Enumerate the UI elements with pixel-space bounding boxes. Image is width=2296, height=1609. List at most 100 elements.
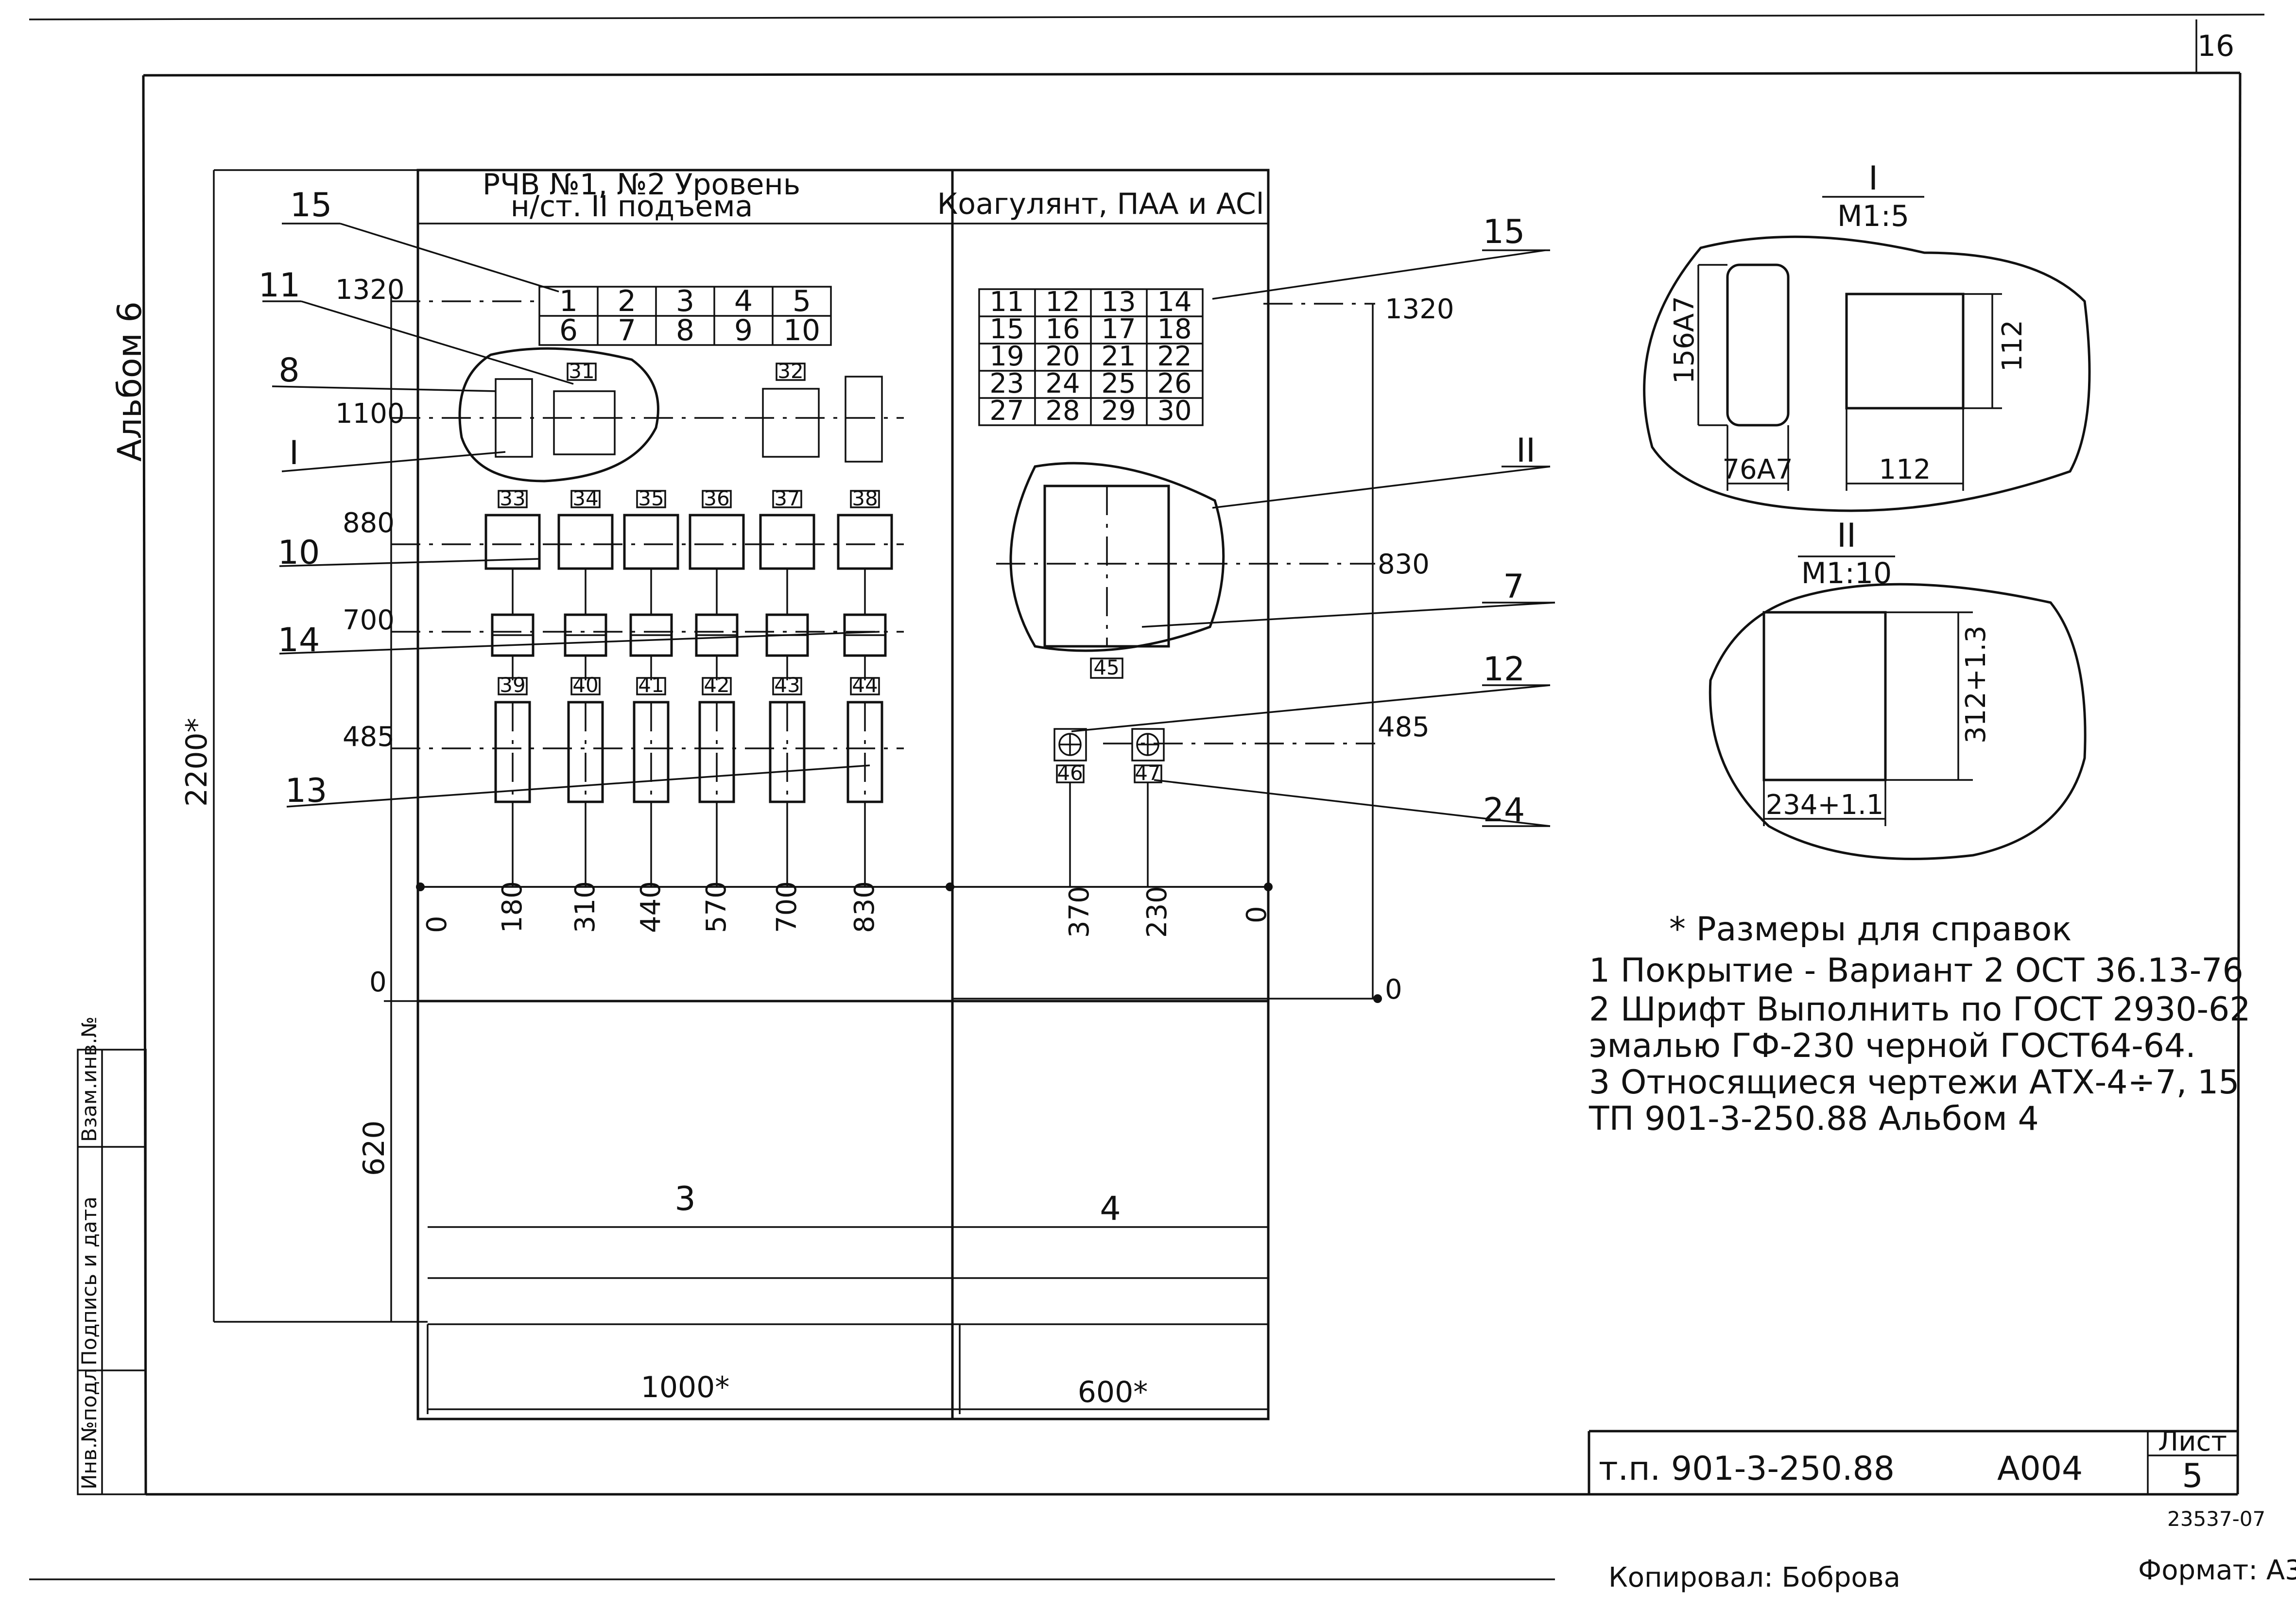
panel4-width: 600* xyxy=(1078,1375,1148,1409)
device-row4-tag-box-2 xyxy=(570,677,601,695)
grid3-cell-8: 8 xyxy=(676,313,694,347)
grid3-cell-1: 1 xyxy=(559,284,578,318)
p3-dim-570: 570 xyxy=(701,881,732,933)
panel3-heading-line1: РЧВ №1, №2 Уровень xyxy=(483,168,800,202)
device-row4-tag-box-4 xyxy=(702,677,732,695)
device-row4-tag-box-5 xyxy=(772,677,802,695)
panel4-number: 4 xyxy=(1100,1190,1121,1228)
tag-34: 34 xyxy=(572,486,598,510)
stamp-reference: т.п. 901-3-250.88 xyxy=(1599,1450,1895,1488)
grid3-cell-4: 4 xyxy=(734,284,753,318)
tag-42: 42 xyxy=(704,673,729,697)
grid3-cell-2: 2 xyxy=(618,284,636,318)
tag-36: 36 xyxy=(704,486,729,510)
device-row2-tag-box-2 xyxy=(570,490,601,508)
grid4-cell-24: 24 xyxy=(1045,368,1080,399)
grid4-cell-17: 17 xyxy=(1101,313,1136,345)
device-row2-tag-box-1 xyxy=(498,490,528,508)
panel3-label-grid xyxy=(538,286,832,346)
panel3-width: 1000* xyxy=(641,1370,730,1404)
callout-8: 8 xyxy=(278,351,299,390)
grid4-cell-23: 23 xyxy=(989,368,1024,399)
detail-I-right: 112 xyxy=(1997,320,2028,372)
grid3-cell-7: 7 xyxy=(618,313,636,347)
p4-level-1320: 1320 xyxy=(1385,294,1454,325)
grid4-cell-27: 27 xyxy=(989,395,1024,427)
detail-II xyxy=(1709,555,2087,860)
detail-I-scale: М1:5 xyxy=(1837,199,1909,233)
panel3-row3-devices xyxy=(491,613,887,680)
detail-I-width-right: 112 xyxy=(1879,454,1931,485)
tag-40: 40 xyxy=(572,673,598,697)
note-2: 2 Шрифт Выполнить по ГОСТ 2930-62 xyxy=(1589,990,2251,1029)
device-row4-tag-box-3 xyxy=(636,677,666,695)
detail-I xyxy=(1643,196,2091,512)
height-total-label: 2200* xyxy=(180,718,214,807)
grid4-cell-11: 11 xyxy=(989,286,1024,318)
detail-II-title: II xyxy=(1837,517,1856,555)
grid4-cell-14: 14 xyxy=(1157,286,1191,318)
tag-38: 38 xyxy=(852,486,878,510)
grid4-cell-13: 13 xyxy=(1101,286,1136,318)
grid3-cell-9: 9 xyxy=(734,313,753,347)
side-stamp: Инв.№подл Подпись и дата Взам.инв.№ xyxy=(77,1017,147,1495)
corner-number: 16 xyxy=(2197,29,2234,63)
callout-13: 13 xyxy=(285,772,328,810)
grid4-cell-25: 25 xyxy=(1101,368,1136,399)
stamp-sign-label: Подпись и дата xyxy=(77,1196,101,1366)
p3-level-1100: 1100 xyxy=(335,398,405,430)
device-row2-tag-box-3 xyxy=(636,490,666,508)
panel4-level-lines xyxy=(952,303,1382,1003)
sheet-frame xyxy=(29,14,2265,1580)
stamp-code: А004 xyxy=(1997,1450,2083,1488)
callout-II: II xyxy=(1516,432,1536,470)
callout-I: I xyxy=(289,434,299,472)
grid4-cell-21: 21 xyxy=(1101,341,1136,372)
p3-level-880: 880 xyxy=(343,507,395,539)
sheet-number: 5 xyxy=(2182,1457,2203,1495)
grid4-cell-20: 20 xyxy=(1045,341,1080,372)
tag-43: 43 xyxy=(774,673,800,697)
detail-I-title: I xyxy=(1868,159,1878,198)
p3-dim-700: 700 xyxy=(771,881,803,933)
tag-47: 47 xyxy=(1135,761,1160,785)
tag-41: 41 xyxy=(638,673,664,697)
tag-46: 46 xyxy=(1057,761,1083,785)
format-label: Формат: А3 xyxy=(2138,1555,2296,1586)
grid3-cell-6: 6 xyxy=(559,313,578,347)
device-row2-tag-box-4 xyxy=(702,490,732,508)
device-row2-6 xyxy=(837,514,893,570)
p4-dim-0: 0 xyxy=(1241,906,1273,923)
grid4-cell-12: 12 xyxy=(1045,286,1080,318)
device-row2-tag-box-5 xyxy=(772,490,802,508)
note-3: 3 Относящиеся чертежи АТХ-4÷7, 15 xyxy=(1589,1063,2239,1102)
panel-outlines xyxy=(416,169,1270,1420)
tag-31: 31 xyxy=(569,359,594,383)
note-1: 1 Покрытие - Вариант 2 ОСТ 36.13-76 xyxy=(1589,952,2244,990)
callout-14: 14 xyxy=(278,621,320,659)
grid4-cell-28: 28 xyxy=(1045,395,1080,427)
p4-level-830: 830 xyxy=(1378,549,1430,580)
note-3-cont: ТП 901-3-250.88 Альбом 4 xyxy=(1588,1100,2039,1138)
p4-dim-370: 370 xyxy=(1064,886,1095,938)
device-row2-3 xyxy=(623,514,679,570)
p3-dim-310: 310 xyxy=(570,881,601,933)
device-row4-tag-box-6 xyxy=(850,677,880,695)
callout-24: 24 xyxy=(1483,791,1525,830)
tag-45: 45 xyxy=(1093,656,1119,679)
tag-39: 39 xyxy=(500,673,525,697)
album-label: Альбом 6 xyxy=(111,301,149,462)
panel4-heading: Коагулянт, ПАА и ACl xyxy=(937,187,1264,221)
panel4-small-devices xyxy=(952,728,1273,891)
panel4-label-grid xyxy=(978,288,1204,426)
device-row2-4 xyxy=(689,514,745,570)
callout-15-left: 15 xyxy=(290,186,332,225)
detail-II-scale: М1:10 xyxy=(1801,556,1892,590)
grid3-cell-10: 10 xyxy=(783,313,820,347)
